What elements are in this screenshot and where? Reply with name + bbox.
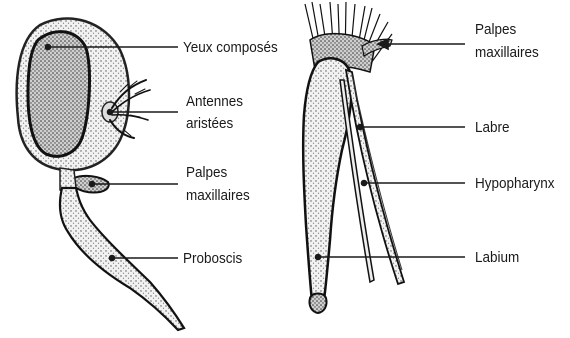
label-labrum: Labre: [475, 118, 510, 137]
labium-tip: [309, 294, 326, 314]
compound-eye: [28, 32, 89, 157]
stylet-inner: [352, 75, 402, 270]
label-antennae-line1: Antennes: [186, 92, 243, 111]
label-palps-line2: maxillaires: [186, 186, 250, 205]
label-compound-eyes: Yeux composés: [183, 38, 278, 57]
head-lateral-view: [17, 18, 184, 330]
label-hypopharynx: Hypopharynx: [475, 174, 555, 193]
label-palps-line1: Palpes: [186, 163, 227, 182]
label-antennae-line2: aristées: [186, 114, 233, 133]
label-labium: Labium: [475, 248, 519, 267]
mouthparts-view: [303, 2, 404, 313]
proboscis: [60, 188, 184, 330]
label-palps-right-line1: Palpes: [475, 20, 516, 39]
label-proboscis: Proboscis: [183, 249, 242, 268]
label-palps-right-line2: maxillaires: [475, 43, 539, 62]
